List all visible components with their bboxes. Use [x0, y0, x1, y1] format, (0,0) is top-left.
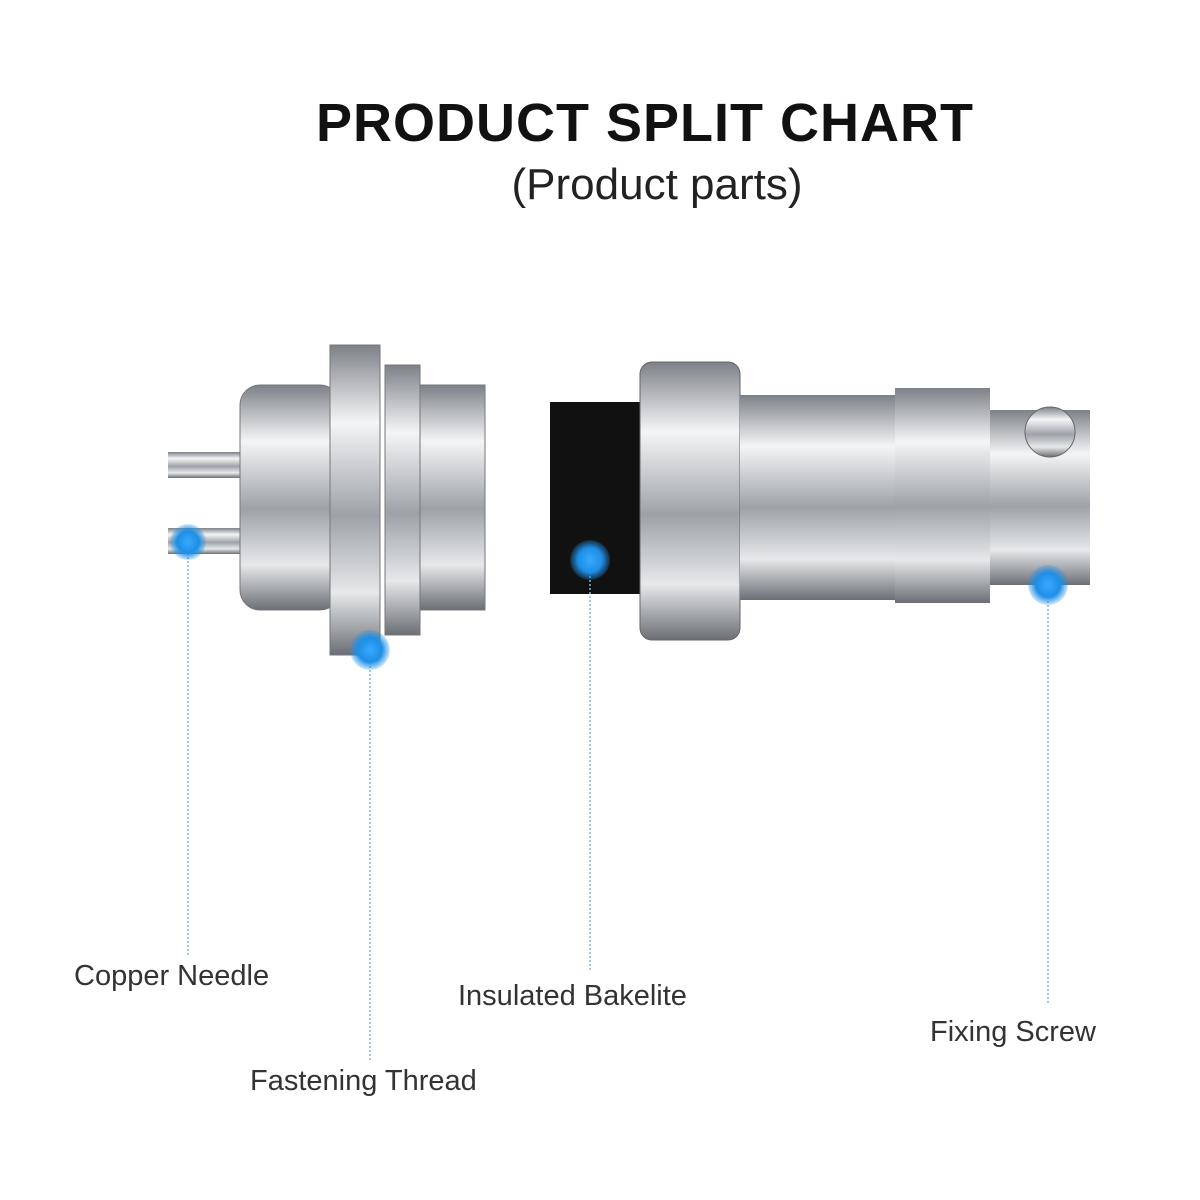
fastening-thread-marker	[350, 630, 390, 670]
socket-part	[168, 344, 486, 656]
label-copper-needle: Copper Needle	[74, 960, 270, 992]
plug-part	[550, 361, 1090, 641]
insulated-bakelite-marker	[570, 540, 610, 580]
fixing-screw-marker	[1028, 565, 1068, 605]
copper-needle-marker	[170, 524, 206, 560]
page-title: PRODUCT SPLIT CHART	[316, 93, 974, 153]
page-subtitle: (Product parts)	[511, 160, 803, 209]
leader-lines	[187, 545, 1049, 1060]
label-fixing-screw: Fixing Screw	[930, 1016, 1096, 1048]
label-insulated-bakelite: Insulated Bakelite	[458, 980, 687, 1012]
label-fastening-thread: Fastening Thread	[250, 1065, 477, 1097]
